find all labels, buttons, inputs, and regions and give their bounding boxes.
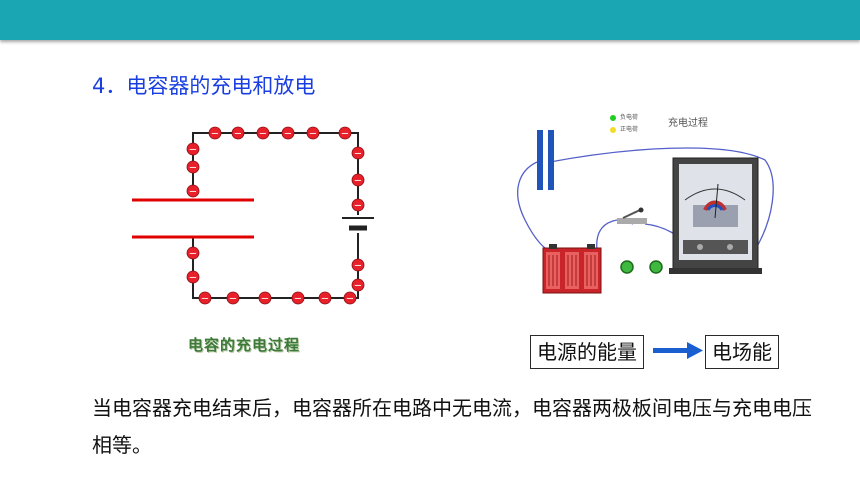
legend-item-positive: 正电荷 (610, 124, 638, 136)
charge-sign: − (354, 176, 362, 187)
body-paragraph: 当电容器充电结束后，电容器所在电路中无电流，电容器两极板间电压与充电电压相等。 (92, 396, 812, 457)
wire-top-right (549, 147, 774, 251)
switch (617, 207, 647, 224)
field-energy-box: 电场能 (705, 335, 779, 369)
wire-top (517, 161, 551, 251)
indicator-light-left (620, 260, 634, 274)
charge-sign: − (354, 261, 362, 272)
charge-marker (208, 126, 222, 140)
yellow-dot-icon (610, 126, 616, 133)
charge-sign: − (229, 294, 237, 305)
capacitor-apparatus-illustration (517, 130, 774, 294)
circuit-wires (192, 132, 359, 299)
charge-sign: − (341, 129, 349, 140)
arrow-right-icon (653, 342, 703, 359)
charge-sign: − (259, 129, 267, 140)
capacitor-plate-left (537, 130, 543, 190)
charge-group: −−−−−−−−−−−−−−−−−−−−−− (186, 126, 365, 305)
charge-sign: − (189, 145, 197, 156)
charge-sign: − (354, 149, 362, 160)
charge-sign: − (189, 249, 197, 260)
galvanometer (669, 157, 762, 274)
charge-sign: − (189, 163, 197, 174)
charge-marker (338, 126, 352, 140)
charge-sign: − (294, 294, 302, 305)
charge-sign: − (354, 281, 362, 292)
charge-sign: − (309, 129, 317, 140)
charge-sign: − (189, 187, 197, 198)
green-dot-icon (610, 114, 616, 121)
charge-marker (186, 270, 200, 284)
charging-circuit-diagram: −−−−−−−−−−−−−−−−−−−−−− (132, 126, 374, 305)
header-bar (0, 0, 860, 40)
charge-marker (281, 126, 295, 140)
charge-marker (351, 258, 365, 272)
charge-sign: − (346, 294, 354, 305)
legend-item-negative: 负电荷 (610, 112, 638, 124)
charge-marker (256, 126, 270, 140)
charge-marker (186, 184, 200, 198)
charge-marker (258, 291, 272, 305)
charge-sign: − (234, 129, 242, 140)
charge-marker (186, 160, 200, 174)
left-figure-caption: 电容的充电过程 (188, 336, 301, 354)
indicator-light-right (649, 260, 663, 274)
section-heading: 4．电容器的充电和放电 (92, 74, 316, 98)
charge-marker (351, 173, 365, 187)
charge-sign: − (321, 294, 329, 305)
charge-legend: 负电荷 正电荷 (610, 112, 638, 136)
energy-source-box: 电源的能量 (530, 335, 644, 369)
charge-marker (226, 291, 240, 305)
charge-marker (318, 291, 332, 305)
charge-marker (186, 142, 200, 156)
wire-switch (596, 218, 634, 251)
charge-sign: − (261, 294, 269, 305)
charge-marker (198, 291, 212, 305)
charge-marker (351, 278, 365, 292)
charge-marker (306, 126, 320, 140)
process-label: 充电过程 (668, 118, 708, 129)
charge-sign: − (201, 294, 209, 305)
charge-marker (343, 291, 357, 305)
charge-sign: − (211, 129, 219, 140)
charge-sign: − (284, 129, 292, 140)
charge-marker (351, 146, 365, 160)
charge-sign: − (189, 273, 197, 284)
capacitor-plate-right (548, 130, 554, 190)
charge-marker (351, 198, 365, 212)
charge-sign: − (354, 201, 362, 212)
charge-marker (291, 291, 305, 305)
charge-marker (231, 126, 245, 140)
charge-marker (186, 246, 200, 260)
